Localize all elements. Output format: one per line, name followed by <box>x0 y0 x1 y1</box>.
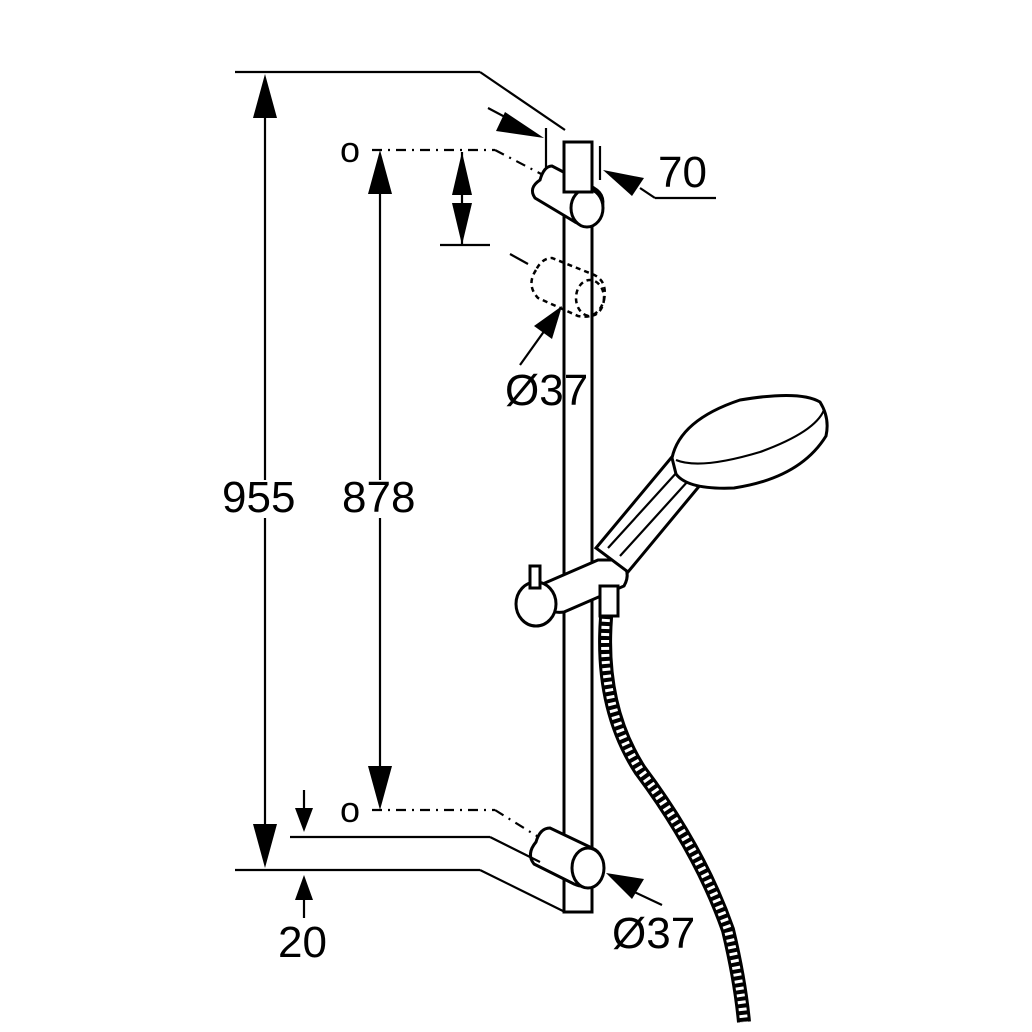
dimension-bracket-adjust <box>440 152 490 247</box>
dimension-70-label: 70 <box>658 148 707 197</box>
dimension-bottom-diameter-label: Ø37 <box>612 909 695 958</box>
dimension-20-label: 20 <box>278 918 327 967</box>
intermediate-bracket-dashed <box>509 253 606 318</box>
fixing-centre-lines <box>372 148 546 839</box>
rail-slider <box>514 558 629 628</box>
hand-shower <box>593 394 829 575</box>
dimension-top-diameter-label: Ø37 <box>505 366 588 415</box>
dimension-878-label: 878 <box>342 473 415 522</box>
dimension-total-height <box>235 70 566 913</box>
shower-hose <box>598 584 751 1023</box>
top-fixing-marker: o <box>340 129 360 170</box>
top-wall-bracket <box>530 140 605 229</box>
dimension-bar-offset <box>487 107 716 200</box>
dimension-top-diameter-leader <box>519 306 562 366</box>
bottom-wall-bracket <box>529 826 606 890</box>
dimension-wall-offset <box>290 790 541 918</box>
bottom-fixing-marker: o <box>340 789 360 830</box>
dimension-bottom-diameter-leader <box>606 873 663 906</box>
dimension-fixing-distance <box>368 150 392 810</box>
slide-rail <box>562 140 594 914</box>
dimension-955-label: 955 <box>222 473 295 522</box>
